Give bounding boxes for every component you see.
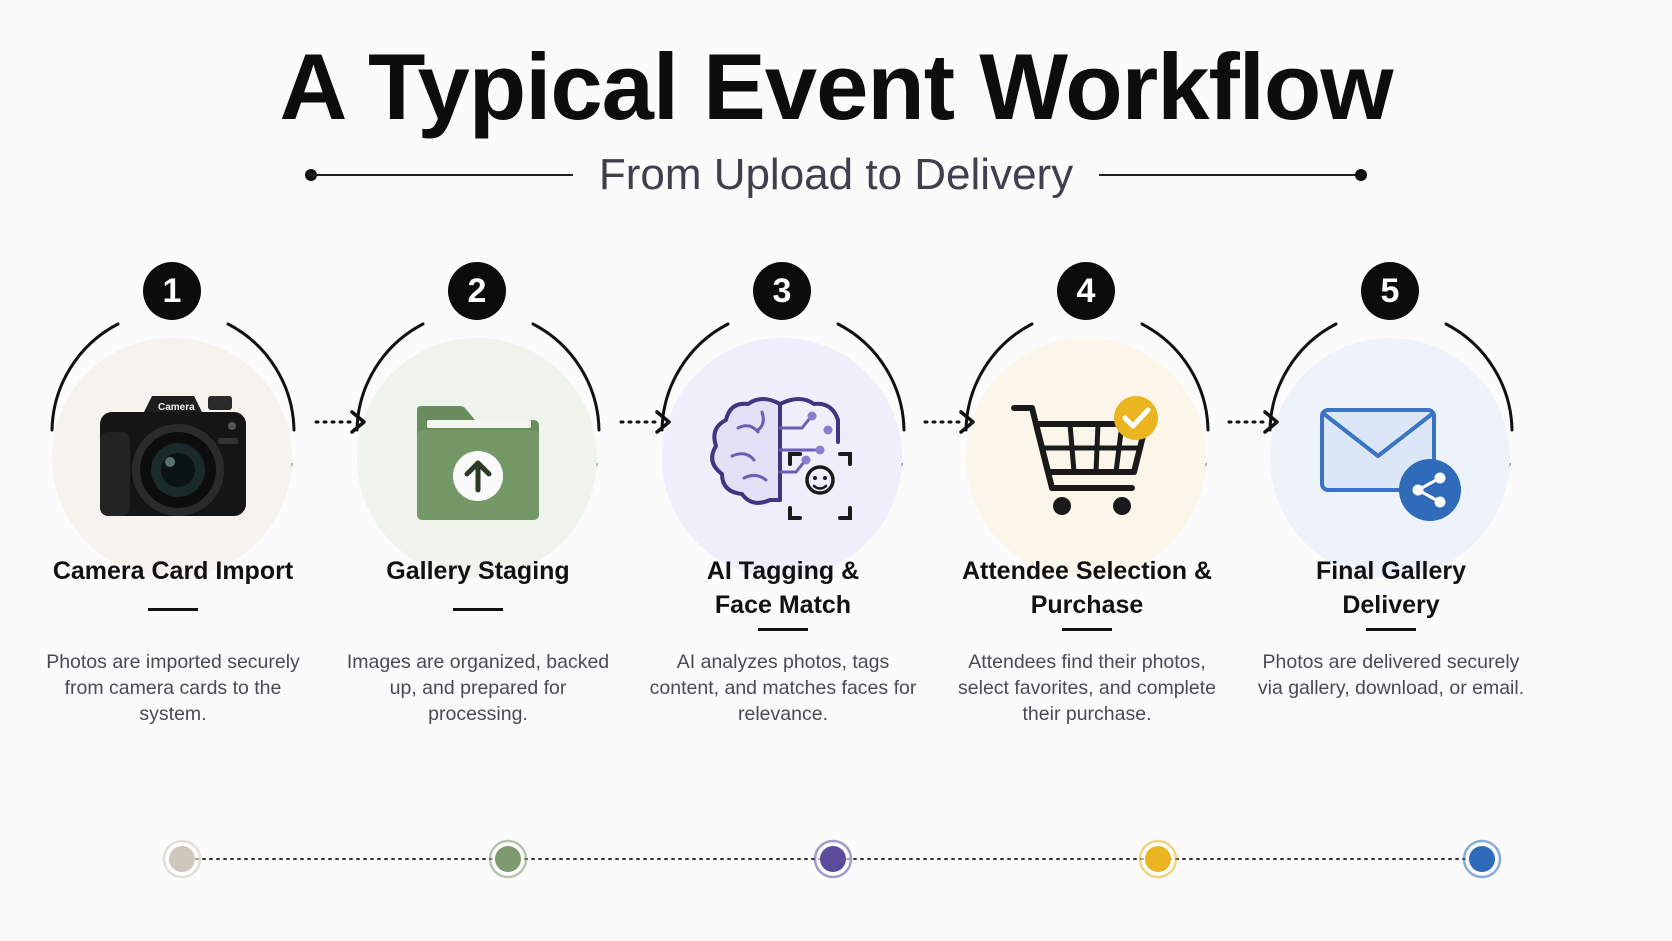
step-title-underline [1366,628,1416,631]
step-title: Camera Card Import [52,557,294,585]
step-title-underline [1062,628,1112,631]
timeline-dot-ring-1 [162,839,202,879]
step-number-badge: 3 [753,262,811,320]
step-number-badge: 4 [1057,262,1115,320]
flow-arrow-1-2 [314,410,366,434]
camera-brand-label: Camera [158,402,195,413]
step-description: AI analyzes photos, tags content, and ma… [649,651,917,725]
step-description: Images are organized, backed up, and pre… [346,651,610,725]
timeline-dot-1 [169,846,195,872]
step-number-badge: 5 [1361,262,1419,320]
step-title: Gallery Staging [386,557,570,585]
step-description: Photos are delivered securely via galler… [1257,651,1525,699]
flow-arrow-3-4 [923,410,975,434]
flow-arrow-2-3 [619,410,671,434]
step-title-underline [148,608,198,611]
workflow-step-3: 3 AI Tagging & Face Match AI analyzes ph… [633,262,933,782]
ai-brain-face-icon [710,397,852,520]
timeline-dot-5 [1469,846,1495,872]
page-subtitle: From Upload to Delivery [598,150,1074,199]
workflow-step-1: 1 Camera Camera Card Import Photos are i… [23,262,323,782]
timeline-dot-4 [1145,846,1171,872]
timeline-dot-ring-4 [1138,839,1178,879]
email-share-icon [1320,408,1461,521]
step-title: AI Tagging & Face Match [706,557,860,619]
step-title-underline [453,608,503,611]
camera-icon: Camera [100,396,246,516]
shopping-cart-check-icon [1011,396,1158,515]
step-number-badge: 2 [448,262,506,320]
workflow-step-4: 4 Attendee Selection & Purchase Attendee… [937,262,1237,782]
timeline-dot-2 [495,846,521,872]
step-title: Final Gallery Delivery [1315,557,1467,619]
subtitle-right-rule [1099,174,1361,176]
subtitle-left-rule [311,174,573,176]
timeline-dot-ring-5 [1462,839,1502,879]
timeline-dot-ring-2 [488,839,528,879]
step-title: Attendee Selection & Purchase [961,557,1213,619]
step-number-badge: 1 [143,262,201,320]
folder-upload-icon [417,406,539,520]
step-title-underline [758,628,808,631]
timeline-dot-3 [820,846,846,872]
step-description: Photos are imported securely from camera… [46,651,300,725]
page-title: A Typical Event Workflow [279,34,1394,139]
workflow-step-2: 2 Gallery Staging Images are organized, … [328,262,628,782]
subtitle-row: From Upload to Delivery [305,148,1367,202]
step-icon-backdrop [966,338,1206,578]
timeline-dot-ring-3 [813,839,853,879]
step-description: Attendees find their photos, select favo… [958,651,1216,725]
workflow-step-5: 5 Final Gallery Delivery Photos are deli… [1241,262,1541,782]
subtitle-right-dot [1355,169,1367,181]
flow-arrow-4-5 [1227,410,1279,434]
